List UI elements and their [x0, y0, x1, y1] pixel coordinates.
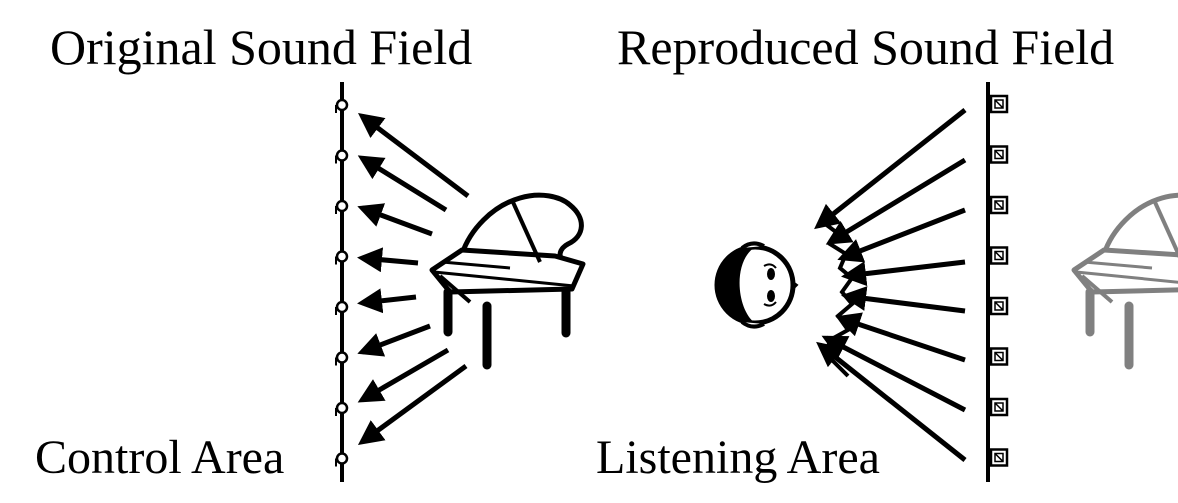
arrow [357, 288, 417, 314]
microphone-icon [335, 452, 349, 467]
listener-head-icon [714, 241, 799, 329]
arrow [837, 207, 966, 263]
arrow [357, 347, 450, 403]
loudspeaker-icon [989, 448, 1009, 467]
arrow [841, 259, 966, 287]
loudspeaker-wavefront-arrows [814, 108, 967, 462]
reproduced-sound-field-title: Reproduced Sound Field [617, 19, 1115, 75]
original-sound-field-title: Original Sound Field [50, 19, 473, 75]
source-wavefront-arrows [357, 112, 470, 445]
microphone-icon [335, 98, 349, 113]
loudspeaker-array [989, 94, 1009, 467]
arrow [357, 155, 448, 213]
microphone-array [335, 98, 349, 467]
microphone-icon [335, 401, 349, 416]
arrow [357, 203, 433, 237]
microphone-icon [335, 300, 349, 315]
listening-area-label: Listening Area [596, 431, 880, 484]
arrow [821, 335, 967, 413]
arrow [835, 312, 966, 363]
grand-piano-icon [432, 195, 583, 365]
loudspeaker-icon [989, 397, 1009, 417]
loudspeaker-icon [989, 296, 1009, 316]
arrow [357, 363, 468, 445]
loudspeaker-icon [989, 195, 1009, 215]
control-area-label: Control Area [35, 431, 285, 484]
arrow [357, 247, 419, 273]
loudspeaker-icon [989, 246, 1009, 265]
microphone-icon [335, 199, 349, 214]
loudspeaker-icon [989, 347, 1009, 366]
microphone-icon [335, 250, 349, 265]
arrow [358, 112, 470, 198]
arrow [841, 286, 966, 314]
arrow [357, 323, 431, 357]
virtual-source-piano-icon [1074, 195, 1178, 365]
loudspeaker-icon [989, 94, 1009, 114]
microphone-icon [335, 351, 349, 366]
arrow [816, 341, 967, 462]
arrow [825, 157, 967, 245]
loudspeaker-icon [989, 145, 1009, 164]
microphone-icon [335, 149, 349, 164]
arrow [814, 108, 967, 230]
